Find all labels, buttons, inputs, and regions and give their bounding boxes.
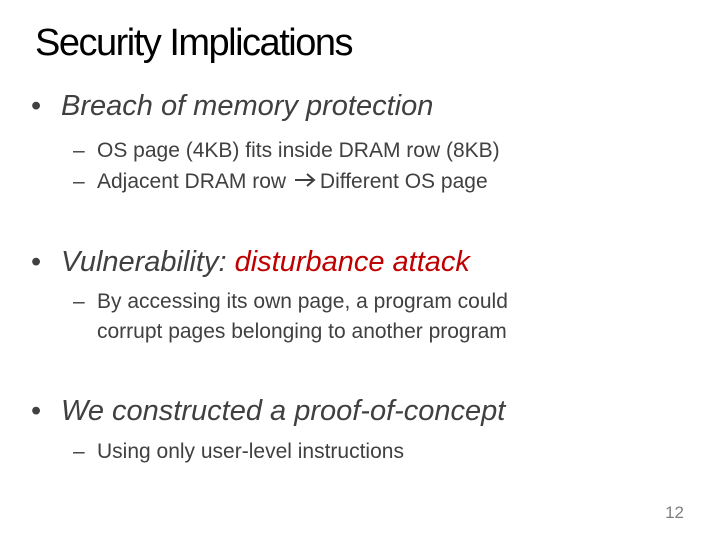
- sub-bullet-1-2: –Adjacent DRAM row Different OS page: [73, 167, 488, 197]
- sub-bullet-2-1-line2: corrupt pages belonging to another progr…: [97, 320, 507, 343]
- dash-glyph: –: [73, 440, 85, 463]
- bullet-1-text: Breach of memory protection: [61, 90, 434, 122]
- sub-bullet-3-1: –Using only user-level instructions: [73, 437, 404, 467]
- slide-title: Security Implications: [35, 22, 353, 64]
- sub-bullet-3-1-text: Using only user-level instructions: [97, 440, 404, 463]
- bullet-dot: •: [31, 90, 42, 122]
- page-number: 12: [665, 503, 684, 522]
- sub-bullet-1-1: –OS page (4KB) fits inside DRAM row (8KB…: [73, 136, 500, 166]
- bullet-1: • Breach of memory protection: [31, 88, 433, 124]
- dash-glyph: –: [73, 170, 85, 193]
- bullet-2: • Vulnerability: disturbance attack: [31, 244, 470, 280]
- dash-glyph: –: [73, 290, 85, 313]
- bullet-3-text: We constructed a proof-of-concept: [61, 395, 506, 427]
- bullet-dot: •: [31, 395, 42, 427]
- bullet-dot: •: [31, 246, 42, 278]
- sub-bullet-2-1-line1: By accessing its own page, a program cou…: [97, 290, 508, 313]
- sub-bullet-2-1: –By accessing its own page, a program co…: [73, 287, 508, 347]
- sub-bullet-1-1-text: OS page (4KB) fits inside DRAM row (8KB): [97, 139, 500, 162]
- bullet-2-prefix: Vulnerability:: [61, 246, 235, 278]
- dash-glyph: –: [73, 139, 85, 162]
- arrow-right-icon: [294, 167, 316, 197]
- sub-bullet-1-2-after: Different OS page: [319, 170, 488, 193]
- sub-bullet-1-2-before: Adjacent DRAM row: [97, 170, 287, 193]
- bullet-3: • We constructed a proof-of-concept: [31, 393, 505, 429]
- bullet-2-highlight: disturbance attack: [234, 246, 470, 278]
